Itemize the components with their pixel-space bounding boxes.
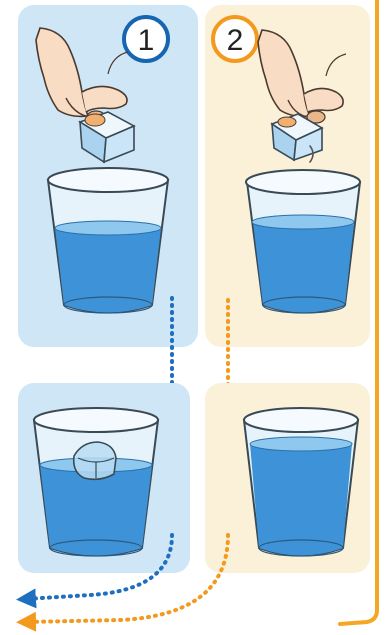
- step-badge-1: 1: [124, 17, 168, 61]
- ice-cube-icon: [74, 442, 116, 479]
- glass-icon: [244, 408, 358, 556]
- glass-icon: [48, 168, 168, 313]
- glass-icon: [34, 408, 158, 556]
- step-number-2: 2: [227, 24, 244, 57]
- glass-icon: [246, 170, 360, 313]
- panel-1-bottom: [18, 383, 190, 573]
- step-badge-2: 2: [213, 17, 257, 61]
- panel-2-bottom: [205, 383, 370, 573]
- step-number-1: 1: [138, 24, 155, 57]
- panel-1-top: 1: [18, 5, 198, 347]
- panel-2-top: 2: [205, 5, 370, 347]
